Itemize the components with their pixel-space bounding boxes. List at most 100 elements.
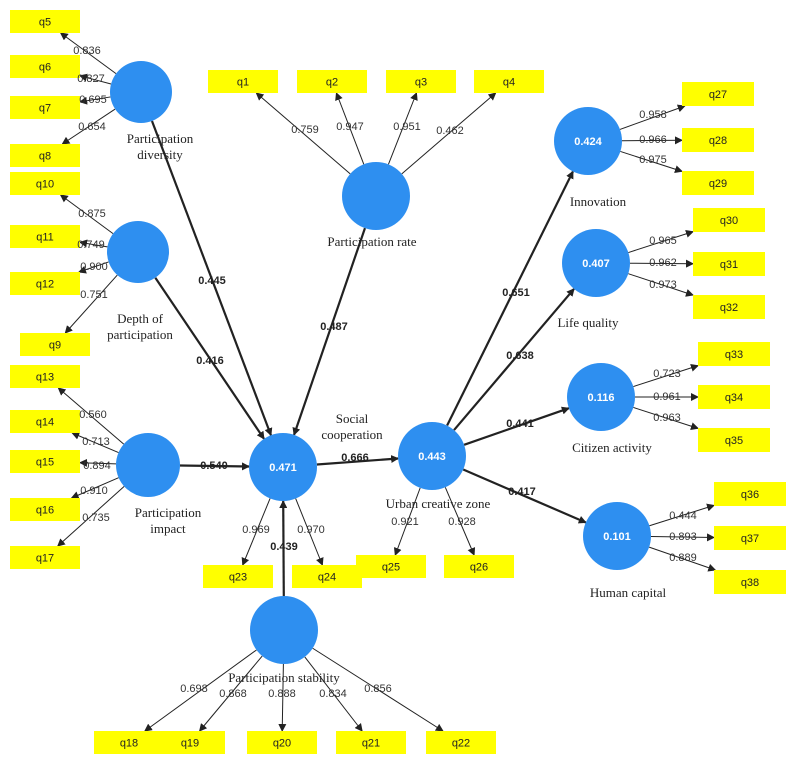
indicator-label-q31: q31 (720, 259, 738, 271)
loading-value-q2: 0.947 (336, 121, 364, 133)
path-arrow-urban_creative_zone-to-life_quality (453, 288, 575, 431)
loading-value-q30: 0.965 (649, 235, 677, 247)
construct-social_cooperation (249, 433, 317, 501)
indicator-label-q15: q15 (36, 457, 54, 469)
loading-value-q19: 0.868 (219, 688, 247, 700)
path-arrow-urban_creative_zone-to-citizen_activity (463, 406, 570, 446)
indicator-label-q2: q2 (326, 77, 338, 89)
path-coefficient-social_cooperation-to-urban_creative_zone: 0.666 (341, 452, 369, 464)
indicator-box-q32 (693, 295, 765, 319)
loading-value-q32: 0.973 (649, 279, 677, 291)
construct-participation_impact (116, 433, 180, 497)
indicator-box-q23 (203, 565, 273, 588)
indicator-box-q11 (10, 225, 80, 248)
loading-arrow-q1 (255, 92, 351, 175)
indicator-label-q24: q24 (318, 572, 336, 584)
indicator-box-q25 (356, 555, 426, 578)
loading-value-q36: 0.444 (669, 510, 697, 522)
loading-arrow-q6 (79, 73, 112, 85)
indicator-label-q4: q4 (503, 77, 515, 89)
loading-value-q15: 0.894 (83, 460, 111, 472)
indicator-label-q9: q9 (49, 340, 61, 352)
indicator-box-q6 (10, 55, 80, 78)
loading-arrow-q23 (241, 498, 271, 566)
indicator-label-q13: q13 (36, 372, 54, 384)
indicator-label-q22: q22 (452, 738, 470, 750)
indicator-label-q25: q25 (382, 562, 400, 574)
indicator-label-q33: q33 (725, 349, 743, 361)
r-squared-innovation: 0.424 (574, 136, 602, 148)
indicator-box-q21 (336, 731, 406, 754)
indicator-label-q32: q32 (720, 302, 738, 314)
indicator-label-q23: q23 (229, 572, 247, 584)
indicator-label-q8: q8 (39, 151, 51, 163)
indicator-label-q11: q11 (36, 232, 54, 244)
path-arrow-social_cooperation-to-urban_creative_zone (316, 455, 400, 466)
indicator-label-q21: q21 (362, 738, 380, 750)
path-coefficient-participation_rate-to-social_cooperation: 0.487 (320, 321, 348, 333)
loading-arrow-q30 (628, 229, 694, 254)
indicator-box-q38 (714, 570, 786, 594)
loading-arrow-q2 (335, 92, 365, 165)
loading-value-q24: 0.970 (297, 524, 325, 536)
loading-value-q20: 0.888 (268, 688, 296, 700)
indicator-box-q1 (208, 70, 278, 93)
indicator-box-q28 (682, 128, 754, 152)
indicator-label-q29: q29 (709, 178, 727, 190)
construct-label-urban_creative_zone: Urban creative zone (386, 496, 491, 511)
construct-citizen_activity (567, 363, 635, 431)
loading-value-q21: 0.834 (319, 688, 347, 700)
path-coefficient-participation_diversity-to-social_cooperation: 0.445 (198, 275, 226, 287)
loading-value-q4: 0.462 (436, 125, 464, 137)
loading-value-q13: 0.560 (79, 409, 107, 421)
indicator-label-q36: q36 (741, 489, 759, 501)
indicator-box-q14 (10, 410, 80, 433)
indicator-label-q14: q14 (36, 417, 54, 429)
loading-value-q6: 0.827 (77, 73, 105, 85)
indicator-label-q26: q26 (470, 562, 488, 574)
loading-value-q35: 0.963 (653, 412, 681, 424)
loading-arrow-q33 (633, 363, 699, 388)
indicator-label-q30: q30 (720, 215, 738, 227)
indicator-box-q33 (698, 342, 770, 366)
construct-urban_creative_zone (398, 422, 466, 490)
indicator-label-q38: q38 (741, 577, 759, 589)
loading-value-q38: 0.889 (669, 552, 697, 564)
indicator-label-q18: q18 (120, 738, 138, 750)
indicator-box-q10 (10, 172, 80, 195)
loading-value-q34: 0.961 (653, 391, 681, 403)
indicator-label-q37: q37 (741, 533, 759, 545)
construct-participation_diversity (110, 61, 172, 123)
loading-arrow-q13 (57, 387, 125, 445)
indicator-label-q35: q35 (725, 435, 743, 447)
indicator-box-q19 (155, 731, 225, 754)
loading-value-q23: 0.969 (242, 524, 270, 536)
loading-value-q22: 0.856 (364, 683, 392, 695)
loading-arrow-q5 (59, 32, 117, 75)
loading-arrow-q19 (198, 655, 263, 732)
indicator-box-q22 (426, 731, 496, 754)
indicator-label-q6: q6 (39, 62, 51, 74)
indicator-label-q5: q5 (39, 17, 51, 29)
loading-arrow-q38 (648, 546, 717, 572)
path-coefficient-urban_creative_zone-to-citizen_activity: 0.441 (506, 418, 534, 430)
indicator-box-q24 (292, 565, 362, 588)
indicator-box-q15 (10, 450, 80, 473)
loading-arrow-q24 (295, 498, 324, 566)
path-arrow-participation_rate-to-social_cooperation (292, 227, 367, 436)
path-arrow-participation_diversity-to-social_cooperation (150, 120, 273, 437)
loading-arrow-q18 (144, 649, 257, 732)
loading-arrow-q35 (633, 406, 699, 431)
r-squared-urban_creative_zone: 0.443 (418, 451, 446, 463)
construct-innovation (554, 107, 622, 175)
path-coefficient-urban_creative_zone-to-human_capital: 0.417 (508, 486, 536, 498)
path-coefficient-urban_creative_zone-to-innovation: 0.651 (502, 287, 530, 299)
indicator-label-q34: q34 (725, 392, 743, 404)
path-coefficient-urban_creative_zone-to-life_quality: 0.638 (506, 350, 534, 362)
indicator-box-q16 (10, 498, 80, 521)
path-coefficient-participation_impact-to-social_cooperation: 0.540 (200, 460, 228, 472)
loading-arrow-q29 (620, 150, 683, 174)
